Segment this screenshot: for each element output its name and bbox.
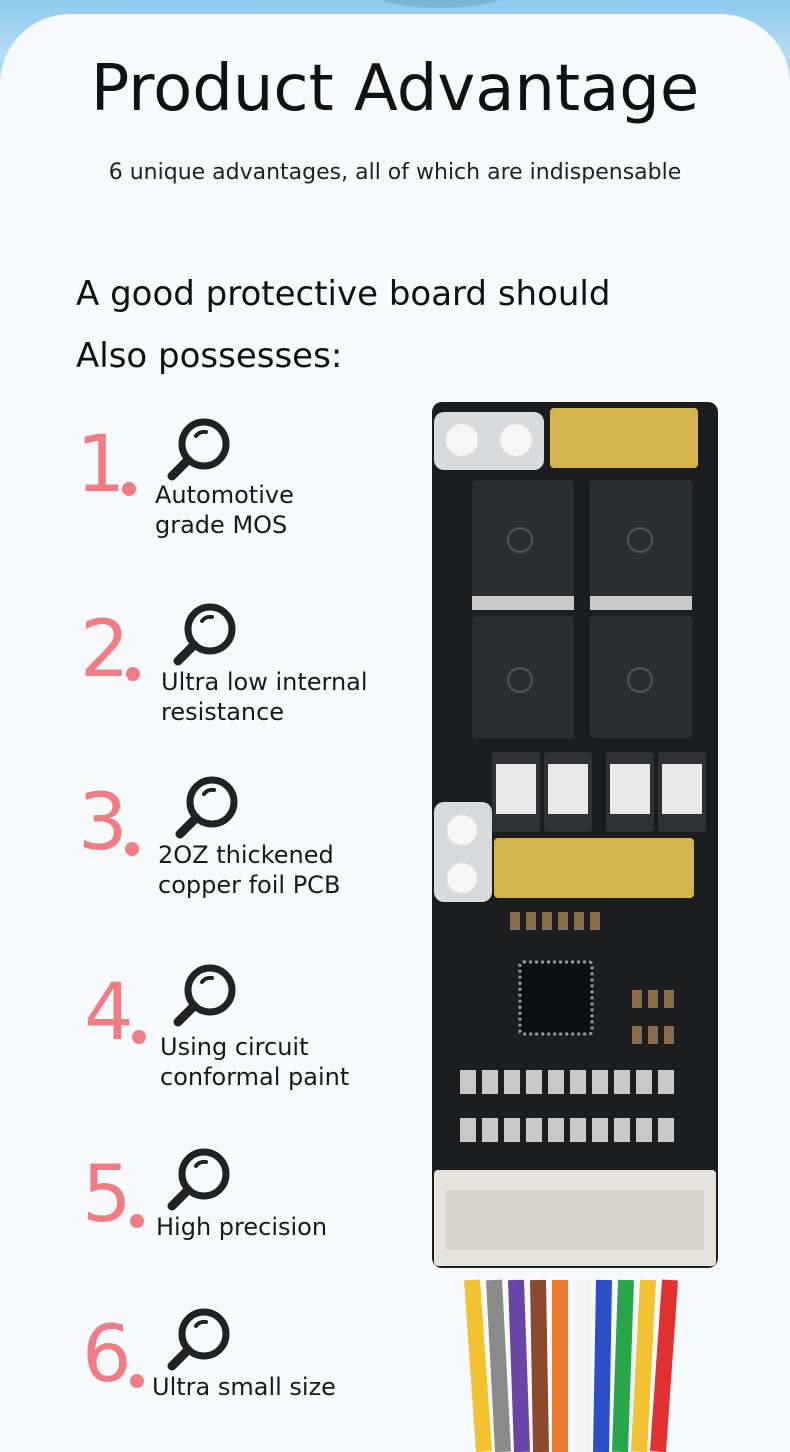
advantage-line-2: resistance (161, 698, 285, 726)
number-dot (126, 667, 140, 681)
pcb-illustration (432, 402, 718, 1452)
page-title: Product Advantage (90, 52, 700, 126)
advantage-text: 2OZ thickened copper foil PCB (158, 840, 340, 900)
advantage-number: 4 (84, 968, 134, 1058)
advantage-line-1: Ultra low internal (161, 668, 368, 696)
magnifier-icon (173, 964, 236, 1027)
intro-line-1: A good protective board should (76, 274, 611, 314)
advantage-number: 1 (76, 420, 126, 510)
number-dot (130, 1374, 144, 1388)
mosfet-group (472, 480, 692, 738)
advantage-item-5: 5 High precision (0, 1148, 420, 1300)
advantage-text: Using circuit conformal paint (160, 1032, 349, 1092)
magnifier-icon (175, 776, 238, 839)
advantage-number: 5 (82, 1150, 132, 1240)
protection-board-image (420, 400, 730, 1452)
control-ic (518, 960, 594, 1036)
number-dot (130, 1214, 144, 1228)
advantage-line-1: 2OZ thickened (158, 841, 334, 869)
magnifier-icon (167, 418, 230, 481)
advantage-line-2: grade MOS (155, 511, 288, 539)
advantage-number: 3 (78, 778, 128, 868)
advantage-line-1: Automotive (155, 481, 294, 509)
wire-bundle (464, 1279, 678, 1452)
advantage-number: 6 (82, 1310, 132, 1400)
advantage-line-1: Ultra small size (152, 1373, 336, 1401)
number-dot (122, 482, 136, 496)
number-dot (125, 842, 139, 856)
advantage-text: High precision (156, 1212, 327, 1242)
advantage-line-1: High precision (156, 1213, 328, 1241)
advantage-text: Automotive grade MOS (155, 480, 294, 540)
advantage-item-1: 1 Automotive grade MOS (0, 418, 420, 570)
shunt-resistors (492, 752, 706, 832)
magnifier-icon (167, 1308, 230, 1371)
advantage-item-4: 4 Using circuit conformal paint (0, 964, 420, 1118)
advantage-item-3: 3 2OZ thickened copper foil PCB (0, 776, 420, 928)
advantage-item-2: 2 Ultra low internal resistance (0, 603, 420, 755)
advantage-line-2: copper foil PCB (158, 871, 341, 899)
advantage-item-6: 6 Ultra small size (0, 1308, 420, 1452)
number-dot (132, 1030, 146, 1044)
page-subtitle: 6 unique advantages, all of which are in… (108, 160, 682, 185)
advantage-text: Ultra small size (152, 1372, 336, 1402)
advantage-line-2: conformal paint (160, 1063, 350, 1091)
intro-line-2: Also possesses: (76, 336, 343, 376)
advantage-number: 2 (80, 605, 130, 695)
magnifier-icon (167, 1148, 230, 1211)
magnifier-icon (173, 603, 236, 666)
advantage-line-1: Using circuit (160, 1033, 309, 1061)
advantage-text: Ultra low internal resistance (161, 667, 368, 727)
